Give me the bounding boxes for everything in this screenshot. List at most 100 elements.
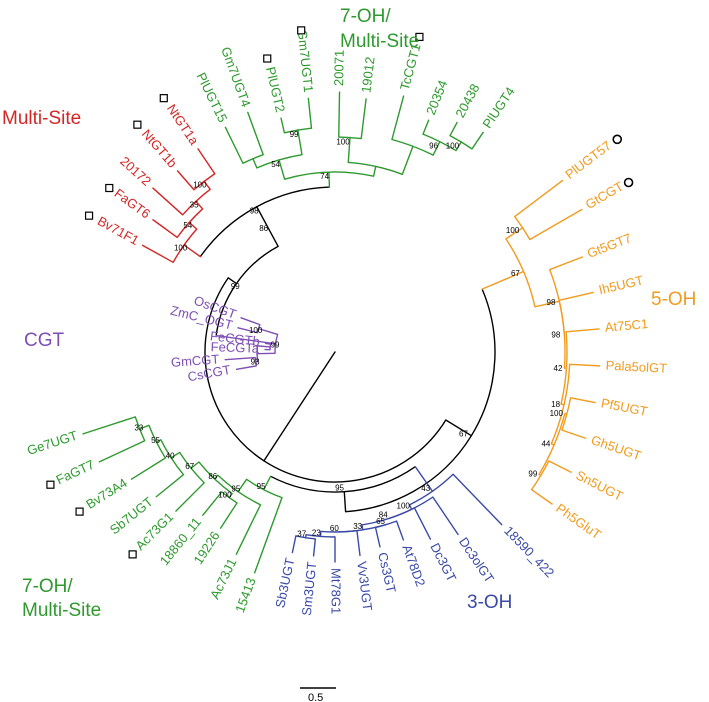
leaf-label: Gt5GT7 (585, 230, 634, 261)
bootstrap-value: 100 (506, 226, 520, 235)
group-label-bottom-7oh-line2: Multi-Site (22, 600, 101, 621)
leaf-label: 20172 (117, 153, 154, 188)
bootstrap-value: 18 (551, 400, 560, 409)
branch (256, 206, 267, 226)
leaf-label: 20354 (423, 78, 450, 117)
branch (278, 159, 286, 180)
square-marker (75, 507, 84, 516)
branch (197, 148, 216, 175)
leaf-label: Ac73J1 (207, 556, 239, 602)
branch (471, 131, 484, 150)
leaf-label: Mt78G1 (329, 568, 344, 614)
branch-arc (505, 238, 536, 307)
leaf-label: At78D2 (399, 543, 428, 589)
bootstrap-value: 100 (218, 490, 232, 499)
branch (548, 460, 572, 474)
branch (361, 524, 364, 531)
bootstrap-value: 23 (312, 528, 321, 537)
branch (183, 244, 202, 258)
branch (395, 520, 405, 541)
branch (215, 334, 277, 345)
branch (530, 488, 553, 505)
branch (505, 227, 524, 240)
branch (247, 111, 264, 156)
tree-branches (82, 91, 601, 574)
bootstrap-value: 100 (550, 409, 564, 418)
bootstrap-value: 35 (190, 200, 199, 209)
bootstrap-value: 95 (335, 484, 344, 493)
leaf-label: 20438 (452, 81, 482, 120)
square-marker (159, 94, 168, 103)
branch (224, 126, 244, 164)
branch (237, 478, 248, 493)
branch (253, 496, 283, 574)
branch (264, 342, 272, 345)
branch (263, 475, 272, 491)
branch (252, 157, 258, 169)
branch (291, 535, 297, 554)
branch (449, 121, 458, 137)
branch (569, 397, 596, 404)
group-label-multisite: Multi-Site (2, 108, 81, 129)
branch-arc (560, 331, 568, 405)
branch (138, 424, 150, 430)
branch (360, 98, 367, 140)
group-label-top-7oh-line1: 7-OH/ (340, 6, 391, 27)
bootstrap-value: 100 (249, 326, 263, 335)
bootstrap-value: 67 (459, 430, 468, 439)
leaf-label: Ih5UGT (597, 272, 645, 297)
leaf-label: CsCGT (186, 362, 231, 384)
branch (190, 461, 200, 469)
branch (343, 490, 347, 513)
square-marker (105, 183, 114, 193)
bootstrap-value: 67 (185, 462, 194, 471)
branch (195, 200, 204, 210)
branch (82, 416, 136, 435)
branch (219, 502, 238, 529)
branch (309, 351, 336, 391)
leaf-label: GmCGT (170, 352, 219, 370)
branch (513, 179, 564, 218)
branch (529, 208, 583, 241)
bootstrap-value: 86 (259, 224, 268, 233)
bootstrap-value: 60 (330, 524, 339, 533)
leaf-label: Pf5UGT (600, 395, 649, 419)
bootstrap-value: 99 (271, 340, 280, 349)
bootstrap-value: 55 (151, 436, 160, 445)
circle-marker (623, 177, 634, 188)
bootstrap-value: 33 (353, 522, 362, 531)
square-marker (263, 54, 272, 63)
leaf-label: 18590_422 (501, 523, 557, 580)
leaf-label: Sb3UGT (272, 557, 297, 610)
bootstrap-value: 54 (183, 221, 192, 230)
bootstrap-value: 99 (528, 470, 537, 479)
branch-arc (348, 161, 403, 175)
branch-arc (550, 364, 571, 445)
branch (155, 439, 162, 443)
leaf-label: FaGT7 (54, 457, 97, 488)
branch (422, 119, 430, 135)
branch (155, 474, 185, 498)
leaf-label: PlUGT4 (479, 84, 517, 131)
leaf-label: Gm7UGT4 (218, 45, 254, 109)
branch (312, 538, 317, 557)
leaf-label: 20071 (331, 50, 347, 86)
branch-arc (215, 245, 279, 336)
branch (170, 451, 181, 459)
branch (152, 187, 184, 216)
bootstrap-value: 98 (547, 298, 556, 307)
branch (307, 97, 313, 129)
leaf-label: NtGT1b (139, 126, 180, 170)
branch (256, 345, 271, 348)
branch (558, 291, 594, 301)
branch-arc (198, 461, 233, 495)
branch (414, 466, 434, 492)
bootstrap-value: 93 (251, 357, 260, 366)
bootstrap-value: 99 (290, 130, 299, 139)
leaf-label: Ge7UGT (25, 428, 79, 458)
branch (432, 496, 459, 536)
leaf-label: PlUGT57 (562, 138, 614, 182)
leaf-label: FeCGTa (210, 339, 260, 356)
